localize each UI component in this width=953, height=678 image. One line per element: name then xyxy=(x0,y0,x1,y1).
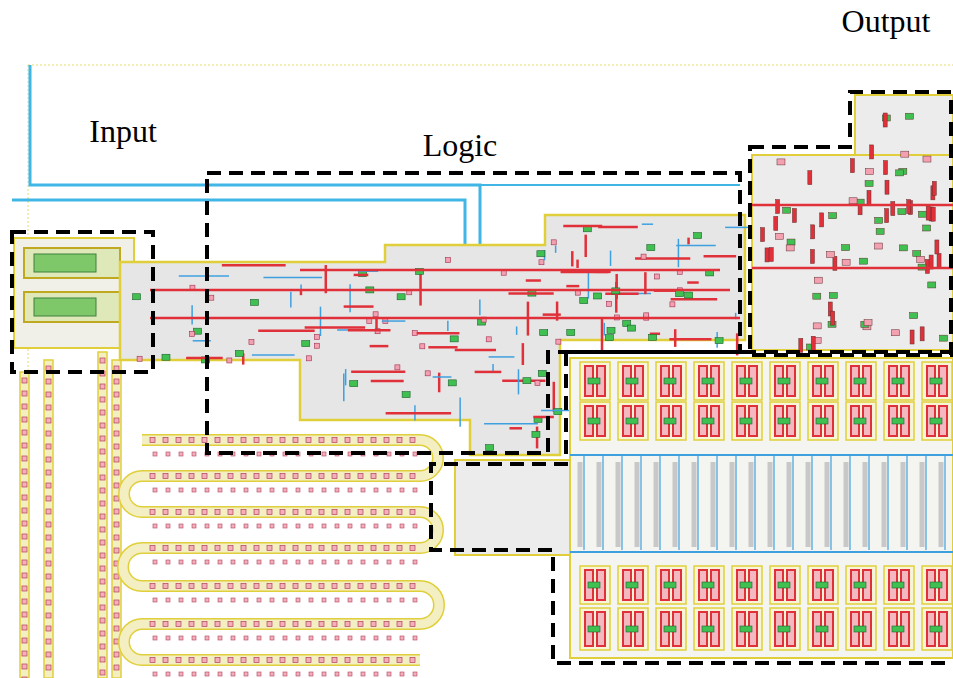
input-device xyxy=(14,238,134,348)
output-cells xyxy=(752,95,953,352)
layout-region: Input xyxy=(12,232,153,372)
transistor-array xyxy=(455,358,953,658)
region-label: Logic xyxy=(423,128,498,163)
layout-region: Logic xyxy=(207,173,740,453)
region-outline xyxy=(750,92,953,355)
region-label: Input xyxy=(89,114,157,149)
layout-region: Output xyxy=(750,92,953,355)
resistor-band xyxy=(20,352,121,678)
region-outline xyxy=(12,232,153,372)
serpentine-resistor xyxy=(123,438,439,677)
logic-cells xyxy=(120,215,754,455)
region-outline xyxy=(431,352,953,663)
region-outline xyxy=(207,173,740,453)
region-label: Output xyxy=(842,4,931,39)
cell-boundary xyxy=(28,65,953,678)
